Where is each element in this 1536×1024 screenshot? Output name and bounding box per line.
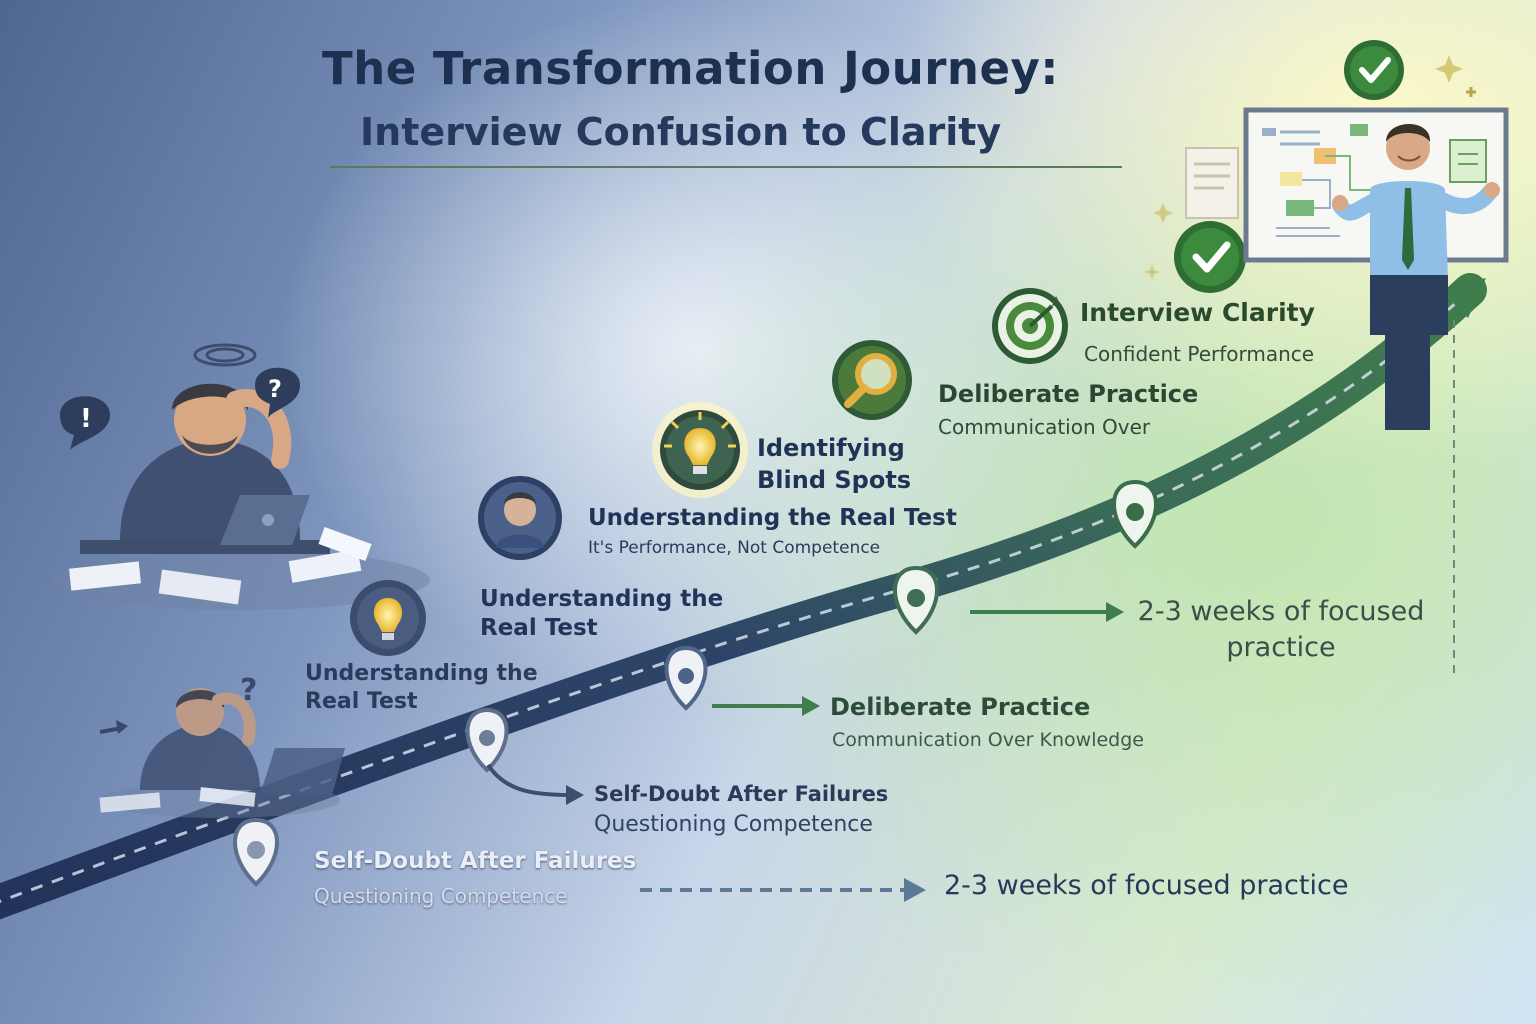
stage-label: Self-Doubt After Failures (594, 782, 889, 806)
milestone-pin (893, 565, 939, 635)
glowing-lightbulb-icon (652, 402, 748, 498)
stage-label: Identifying Blind Spots (757, 434, 912, 494)
stage-sublabel: Communication Over Knowledge (832, 729, 1144, 751)
stage-label: Self-Doubt After Failures (314, 848, 637, 874)
sparkle-decorations (1144, 55, 1476, 280)
milestone-pin (1112, 479, 1158, 549)
stage-label: Deliberate Practice (830, 693, 1091, 721)
page-title: The Transformation Journey: (322, 42, 1059, 95)
stage-sublabel: It's Performance, Not Competence (588, 538, 881, 558)
person-avatar-icon (478, 476, 562, 560)
small-confused-man-illustration: ? (99, 673, 345, 818)
path-arrowhead (1440, 278, 1486, 318)
arrow-to-weeks-lower (640, 878, 926, 902)
arrow-to-self-doubt (486, 763, 584, 805)
lightbulb-icon (350, 580, 426, 656)
checkmark-icon (1174, 221, 1246, 293)
stage-sublabel: Questioning Competence (594, 812, 873, 837)
checkmark-icon (1344, 40, 1404, 100)
stage-label: Understanding the Real Test (305, 661, 538, 714)
svg-text:!: ! (80, 404, 92, 434)
stage-label: Understanding the Real Test (588, 505, 957, 531)
milestone-pin (465, 707, 509, 773)
duration-label: 2-3 weeks of focused practice (1137, 596, 1425, 663)
stage-sublabel: Questioning Competence (314, 884, 568, 908)
stage-label: Understanding the Real Test (480, 586, 724, 641)
stage-label: Interview Clarity (1080, 298, 1315, 327)
magnifier-icon (832, 340, 912, 420)
arrow-to-weeks-upper (970, 602, 1124, 622)
stage-label: Deliberate Practice (938, 380, 1199, 408)
milestone-pin (233, 817, 279, 887)
journey-path-dashes (0, 288, 1472, 903)
stage-sublabel: Communication Over (938, 415, 1151, 439)
arrow-to-deliberate-practice (712, 696, 820, 716)
stage-sublabel: Confident Performance (1084, 342, 1315, 366)
presenter-illustration (1185, 107, 1509, 430)
confused-man-illustration: ! ? (50, 343, 430, 610)
milestone-pin (664, 645, 708, 711)
svg-text:?: ? (240, 673, 257, 708)
svg-text:?: ? (268, 375, 282, 403)
page-subtitle: Interview Confusion to Clarity (360, 110, 1002, 154)
duration-label: 2-3 weeks of focused practice (944, 870, 1349, 901)
target-icon (992, 288, 1068, 364)
